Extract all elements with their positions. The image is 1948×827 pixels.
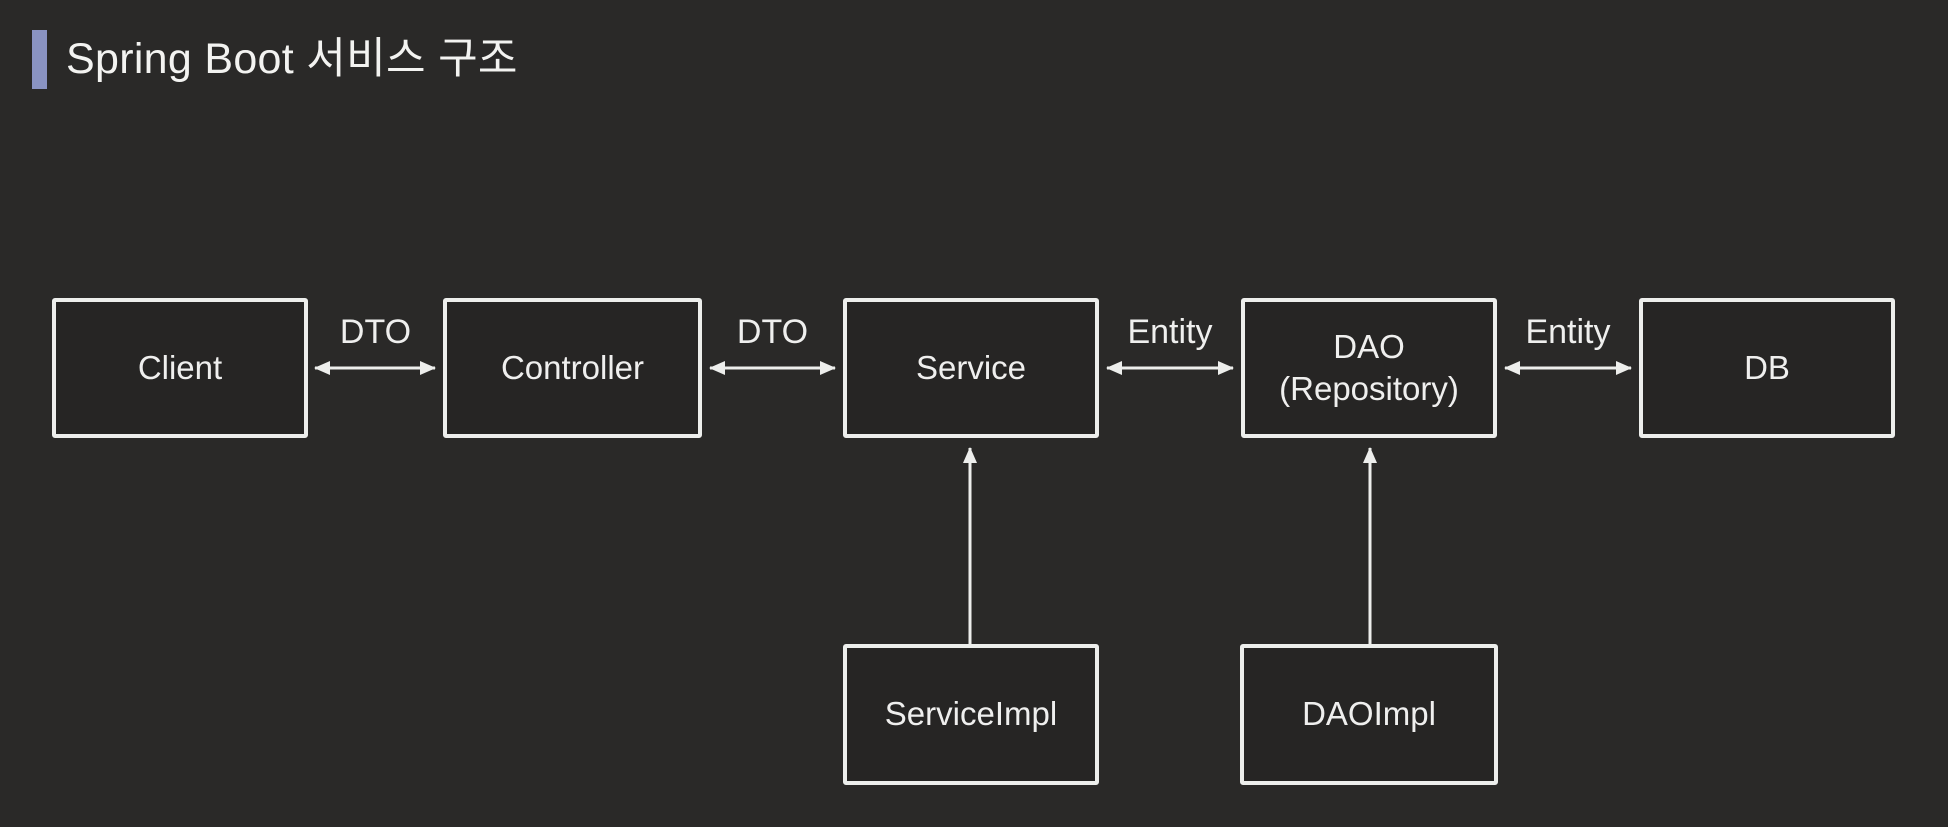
node-daoimpl: DAOImpl — [1240, 644, 1498, 785]
node-db-label: DB — [1744, 348, 1790, 386]
edge-label-dto-client-controller: DTO — [339, 313, 412, 351]
node-db: DB — [1639, 298, 1895, 438]
node-serviceimpl-label: ServiceImpl — [884, 695, 1058, 733]
node-controller-label: Controller — [500, 348, 645, 386]
page-title: Spring Boot 서비스 구조 — [66, 35, 518, 83]
node-serviceimpl: ServiceImpl — [843, 644, 1099, 785]
node-dao-repository-label: DAO (Repository) — [1279, 327, 1459, 407]
node-service: Service — [843, 298, 1099, 438]
node-client: Client — [52, 298, 308, 438]
edge-label-entity-dao-db: Entity — [1525, 313, 1611, 351]
title-accent-bar — [32, 30, 47, 89]
edge-label-entity-service-dao: Entity — [1127, 313, 1213, 351]
node-service-label: Service — [915, 348, 1027, 386]
node-client-label: Client — [137, 348, 223, 386]
node-dao-repository: DAO (Repository) — [1241, 298, 1497, 438]
node-daoimpl-label: DAOImpl — [1302, 695, 1436, 733]
node-controller: Controller — [443, 298, 702, 438]
edge-label-dto-controller-service: DTO — [736, 313, 809, 351]
